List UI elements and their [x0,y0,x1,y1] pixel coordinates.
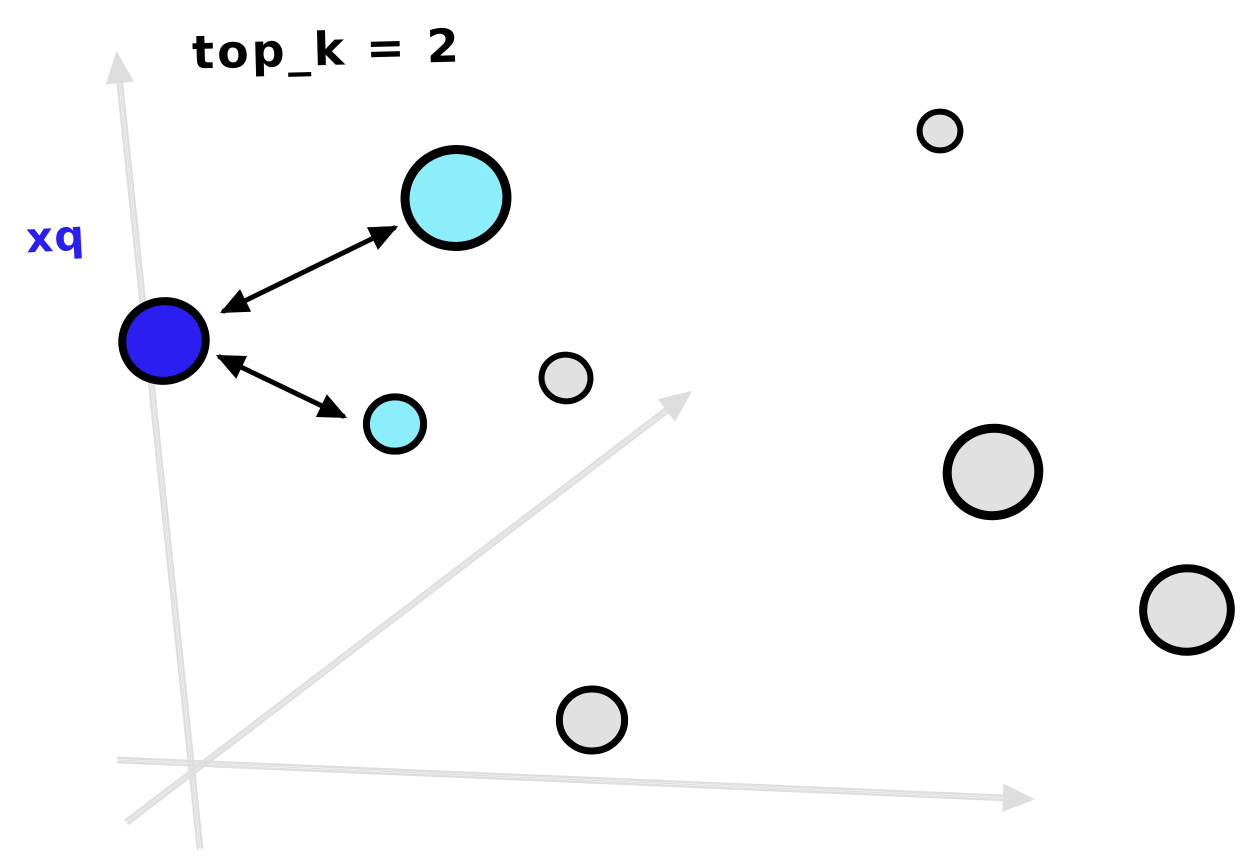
axis-x [116,756,1036,813]
diagram-title: top_k = 2 [191,18,463,80]
neighbor-point-1 [400,144,512,252]
candidate-point-5 [555,685,629,755]
neighbor-point-2 [362,393,428,455]
candidate-point-3 [942,423,1044,521]
query-label: xq [24,210,87,263]
distance-arrow-1 [219,225,399,314]
query-point [118,297,210,385]
axis-y [105,50,204,850]
distance-arrow-2 [215,354,348,419]
candidate-point-1 [916,108,964,154]
candidate-point-2 [538,351,594,405]
candidate-point-4 [1139,564,1235,656]
axis-z [124,390,693,825]
